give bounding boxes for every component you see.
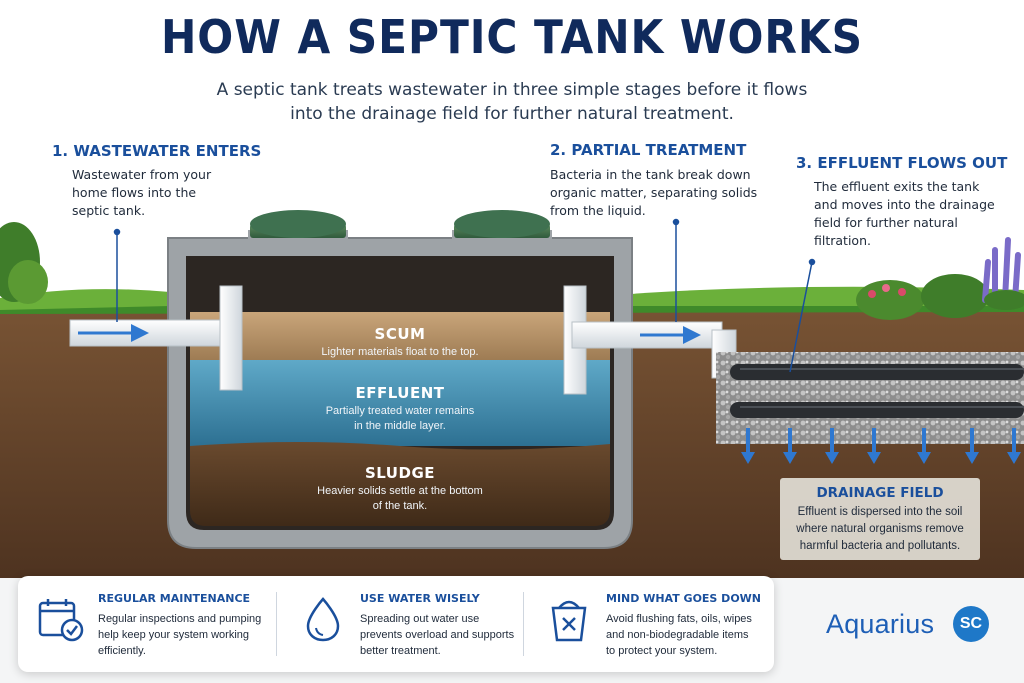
step-2-line: organic matter, separating solids [550, 185, 758, 200]
step-3-line: filtration. [814, 233, 871, 248]
subtitle-line: A septic tank treats wastewater in three… [216, 80, 808, 100]
sludge-line: of the tank. [372, 500, 428, 512]
drainage-field-title: DRAINAGE FIELD [816, 485, 944, 501]
tip-text: Avoid flushing fats, oils, wipes and non… [606, 611, 776, 659]
bin-x-icon [551, 600, 587, 642]
scum-description: Lighter materials float to the top. [321, 346, 479, 358]
tip-mind-what-goes-down: MIND WHAT GOES DOWN Avoid flushing fats,… [526, 576, 774, 672]
page-subtitle: A septic tank treats wastewater in three… [180, 78, 844, 126]
step-2-line: Bacteria in the tank break down [550, 167, 751, 182]
sludge-label: SLUDGE [364, 464, 436, 482]
inlet-pipe [69, 285, 243, 391]
drainage-field-callout: DRAINAGE FIELD Effluent is dispersed int… [780, 478, 980, 560]
effluent-line: in the middle layer. [354, 420, 446, 432]
step-2-title: 2. PARTIAL TREATMENT [550, 141, 747, 159]
right-shrubs [856, 237, 1024, 320]
effluent-label: EFFLUENT [355, 384, 445, 402]
step-3-line: and moves into the drainage [814, 197, 995, 212]
subtitle-line: into the drainage field for further natu… [290, 104, 734, 124]
drainage-pipes [730, 364, 1024, 418]
outlet-pipe [563, 285, 737, 395]
step-1-line: home flows into the [72, 185, 197, 200]
tip-title: REGULAR MAINTENANCE [98, 592, 251, 605]
step-3-title: 3. EFFLUENT FLOWS OUT [796, 154, 1008, 172]
brand-badge: SC [953, 606, 989, 642]
tip-line: efficiently. [98, 645, 146, 657]
callout-lines [113, 218, 816, 373]
effluent-description: Partially treated water remains in the m… [292, 404, 508, 434]
tip-line: to protect your system. [606, 645, 718, 657]
tip-regular-maintenance: REGULAR MAINTENANCE Regular inspections … [18, 576, 270, 672]
step-3-line: field for further natural [814, 215, 958, 230]
left-shrub [0, 222, 48, 304]
sludge-line: Heavier solids settle at the bottom [317, 485, 483, 497]
scum-layer [190, 312, 610, 362]
tank-lid-right [454, 210, 550, 238]
tips-card: REGULAR MAINTENANCE Regular inspections … [18, 576, 774, 672]
drainage-field-line: where natural organisms remove [796, 523, 964, 535]
effluent-line: Partially treated water remains [325, 405, 475, 417]
sludge-description: Heavier solids settle at the bottom of t… [292, 484, 508, 514]
tip-line: Spreading out water use [360, 613, 480, 625]
sludge-layer [190, 442, 610, 526]
drainage-field-line: Effluent is dispersed into the soil [797, 506, 963, 518]
step-1-text: Wastewater from your home flows into the… [72, 166, 252, 220]
step-1-title: 1. WASTEWATER ENTERS [52, 142, 262, 160]
brand-name: Aquarius [826, 609, 935, 639]
tip-line: help keep your system working [98, 629, 250, 641]
scum-label: SCUM [374, 325, 426, 343]
page-title: HOW A SEPTIC TANK WORKS [160, 10, 864, 64]
tip-text: Regular inspections and pumping help kee… [98, 611, 268, 659]
tip-text: Spreading out water use prevents overloa… [360, 611, 530, 659]
step-3-line: The effluent exits the tank [814, 179, 980, 194]
drainage-field-line: harmful bacteria and pollutants. [799, 540, 961, 552]
dispersal-arrows [741, 428, 1021, 464]
tip-divider [276, 592, 277, 656]
step-2-line: from the liquid. [550, 203, 646, 218]
tip-title: MIND WHAT GOES DOWN [606, 592, 762, 605]
tip-line: prevents overload and supports [360, 629, 515, 641]
tip-use-water-wisely: USE WATER WISELY Spreading out water use… [280, 576, 520, 672]
step-1-line: Wastewater from your [72, 167, 212, 182]
water-drop-icon [306, 597, 340, 642]
tip-line: better treatment. [360, 645, 441, 657]
calendar-check-icon [38, 599, 84, 642]
tip-line: Regular inspections and pumping [98, 613, 262, 625]
tip-title: USE WATER WISELY [360, 592, 480, 605]
step-1-line: septic tank. [72, 203, 146, 218]
effluent-layer [190, 360, 610, 446]
tank-lid-left [250, 210, 346, 238]
tip-divider [523, 592, 524, 656]
drainage-field-text: Effluent is dispersed into the soil wher… [786, 504, 974, 555]
tip-line: Avoid flushing fats, oils, wipes [606, 613, 752, 625]
step-2-text: Bacteria in the tank break down organic … [550, 166, 780, 220]
step-3-text: The effluent exits the tank and moves in… [814, 178, 1014, 250]
tip-line: and non-biodegradable items [606, 629, 749, 641]
